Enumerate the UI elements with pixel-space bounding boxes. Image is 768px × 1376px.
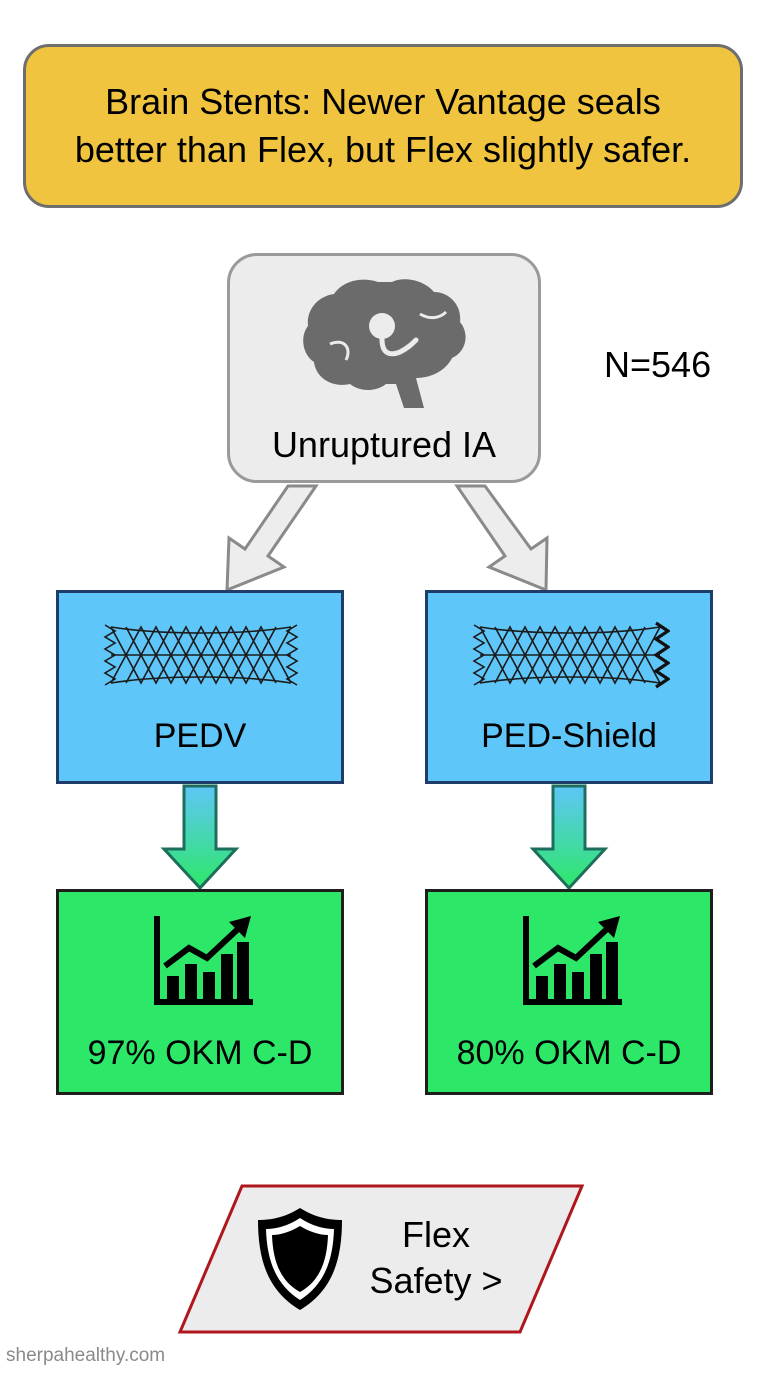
source-node: Unruptured IA: [227, 253, 541, 483]
safety-line-2: Safety >: [369, 1260, 503, 1301]
safety-node: Flex Safety >: [176, 1184, 586, 1334]
outcome-node-pedv: 97% OKM C-D: [56, 889, 344, 1095]
arrow-to-pedv: [225, 484, 319, 593]
sample-size-label: N=546: [604, 344, 712, 385]
title-banner: Brain Stents: Newer Vantage seals better…: [23, 44, 743, 208]
title-line-2: better than Flex, but Flex slightly safe…: [74, 129, 692, 170]
device-label-ped-shield: PED-Shield: [481, 717, 657, 755]
outcome-label-pedv: 97% OKM C-D: [87, 1034, 313, 1072]
watermark: sherpahealthy.com: [6, 1345, 166, 1366]
device-node-ped-shield: PED-Shield: [425, 590, 713, 784]
shield-icon: [258, 1208, 342, 1310]
brain-icon: [303, 279, 466, 408]
arrow-ped-shield-to-outcome: [529, 784, 609, 891]
arrow-pedv-to-outcome: [160, 784, 240, 891]
safety-line-1: Flex: [401, 1214, 470, 1255]
stent-icon: [103, 624, 299, 686]
title-line-1: Brain Stents: Newer Vantage seals: [105, 81, 661, 122]
device-node-pedv: PEDV: [56, 590, 344, 784]
outcome-node-ped-shield: 80% OKM C-D: [425, 889, 713, 1095]
safety-text: Flex Safety >: [356, 1212, 516, 1304]
growth-chart-icon: [523, 916, 622, 1005]
stent-icon: [472, 621, 670, 689]
device-label-pedv: PEDV: [153, 717, 247, 755]
growth-chart-icon: [154, 916, 253, 1005]
arrow-to-ped-shield: [454, 484, 549, 593]
source-label: Unruptured IA: [271, 424, 497, 465]
outcome-label-ped-shield: 80% OKM C-D: [456, 1034, 682, 1072]
